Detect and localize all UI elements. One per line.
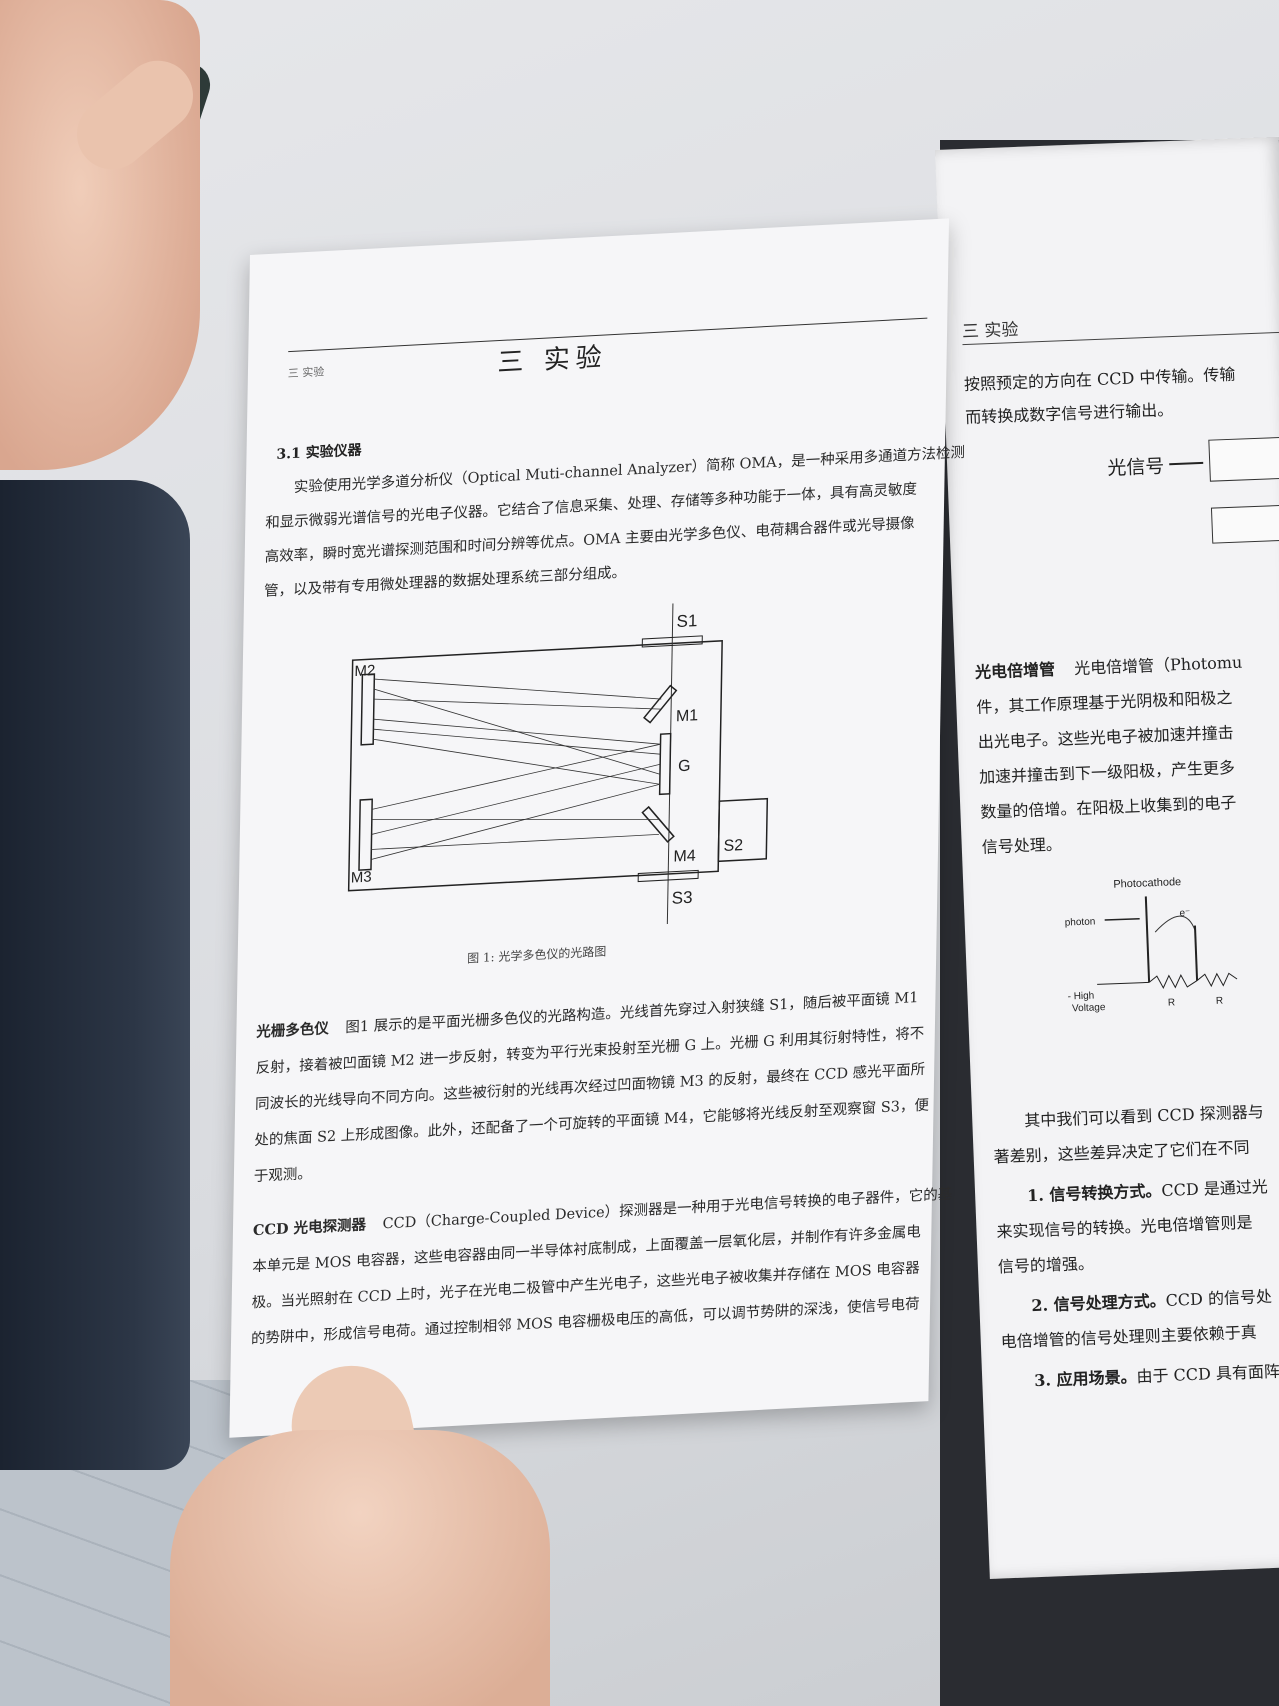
point2-text: CCD 的信号处 bbox=[1165, 1286, 1273, 1310]
figure-caption: 图 1: 光学多色仪的光路图 bbox=[467, 944, 607, 966]
point3-line: 3. 应用场景。由于 CCD 具有面阵 bbox=[1034, 1358, 1279, 1391]
light-rays bbox=[371, 678, 662, 860]
housing-outline bbox=[347, 640, 723, 892]
label-m3: M3 bbox=[351, 868, 372, 886]
pmt-line-5: 信号处理。 bbox=[981, 834, 1063, 857]
point1-line-3: 信号的增强。 bbox=[997, 1253, 1095, 1277]
point1-title: 1. 信号转换方式。 bbox=[1026, 1181, 1162, 1206]
point1-line: 1. 信号转换方式。CCD 是通过光 bbox=[1027, 1173, 1268, 1206]
pmt-line-4: 数量的倍增。在阳极上收集到的电子 bbox=[980, 792, 1237, 822]
resistor-label-1: R bbox=[1168, 997, 1176, 1008]
entrance-slit bbox=[641, 635, 703, 648]
flow-box-2 bbox=[1210, 504, 1279, 544]
mirror-m3 bbox=[358, 798, 373, 871]
point3-title: 3. 应用场景。 bbox=[1033, 1367, 1137, 1391]
mirror-m4 bbox=[641, 805, 675, 843]
right-page-header: 三 实验 bbox=[961, 319, 1019, 343]
grating-label: 光栅多色仪 bbox=[256, 1019, 329, 1041]
high-voltage-label-2: Voltage bbox=[1072, 1002, 1106, 1014]
high-voltage-label-1: - High bbox=[1067, 991, 1094, 1003]
right-top-line-1: 按照预定的方向在 CCD 中传输。传输 bbox=[963, 364, 1236, 395]
dynode-1 bbox=[1193, 925, 1199, 981]
label-s1: S1 bbox=[676, 611, 697, 631]
grating-g bbox=[658, 732, 672, 796]
label-s2: S2 bbox=[723, 837, 743, 855]
pmt-line-0: 光电倍增管 光电倍增管（Photomu bbox=[975, 649, 1243, 683]
point2-line: 2. 信号处理方式。CCD 的信号处 bbox=[1031, 1283, 1272, 1316]
pmt-text-0: 光电倍增管（Photomu bbox=[1073, 652, 1243, 679]
pmt-label: 光电倍增管 bbox=[974, 659, 1056, 682]
resistor-chain bbox=[1148, 972, 1238, 989]
pmt-line-2: 出光电子。这些光电子被加速并撞击 bbox=[977, 722, 1234, 752]
point1-text: CCD 是通过光 bbox=[1161, 1176, 1269, 1201]
photon-arrow bbox=[1104, 917, 1140, 921]
optical-path-figure: S1 M2 M1 G M3 M4 S2 S3 bbox=[347, 603, 769, 925]
photocathode-label: Photocathode bbox=[1113, 876, 1181, 891]
grating-text-1: 图1 展示的是平面光栅多色仪的光路构造。光线首先穿过入射狭缝 S1，随后被平面镜… bbox=[345, 990, 919, 1037]
voltage-line bbox=[1097, 981, 1150, 985]
label-m2: M2 bbox=[354, 662, 375, 680]
chapter-title: 三 实验 bbox=[497, 342, 608, 379]
right-page: 三 实验 按照预定的方向在 CCD 中传输。传输 而转换成数字信号进行输出。 光… bbox=[935, 136, 1279, 1579]
left-page-header: 三 实验 bbox=[287, 365, 325, 381]
flow-label: 光信号 bbox=[1106, 455, 1165, 480]
label-m4: M4 bbox=[673, 847, 696, 865]
pmt-line-1: 件，其工作原理基于光阴极和阳极之 bbox=[976, 687, 1233, 717]
hand-bottom bbox=[170, 1430, 550, 1706]
detector-box bbox=[717, 797, 769, 863]
compare-line-2: 著差别，这些差异决定了它们在不同 bbox=[993, 1137, 1250, 1167]
pmt-line-3: 加速并撞击到下一级阳极，产生更多 bbox=[978, 757, 1236, 787]
point1-line-2: 来实现信号的转换。光电倍增管则是 bbox=[996, 1212, 1253, 1242]
ccd-text-1: CCD（Charge-Coupled Device）探测器是一种用于光电信号转换… bbox=[382, 1186, 953, 1233]
pmt-diagram: Photocathode photon e⁻ - High Voltage R … bbox=[1065, 876, 1238, 1014]
flow-box bbox=[1208, 436, 1279, 482]
point2-title: 2. 信号处理方式。 bbox=[1031, 1291, 1166, 1316]
point2-line-2: 电倍增管的信号处理则主要依赖于真 bbox=[1000, 1322, 1257, 1352]
photocathode-plate bbox=[1144, 896, 1151, 983]
label-g: G bbox=[678, 758, 691, 776]
flow-arrow bbox=[1169, 461, 1204, 466]
ccd-label: CCD 光电探测器 bbox=[252, 1216, 367, 1240]
left-page: 三 实验 三 实验 3.1 实验仪器 实验使用光学多道分析仪（Optical M… bbox=[229, 218, 965, 1438]
section-heading: 3.1 实验仪器 bbox=[276, 442, 362, 463]
dark-jacket bbox=[0, 480, 190, 1470]
label-s3: S3 bbox=[672, 888, 693, 908]
label-m1: M1 bbox=[676, 707, 699, 725]
mirror-m1 bbox=[643, 684, 678, 724]
resistor-label-2: R bbox=[1216, 996, 1224, 1007]
right-top-line-2: 而转换成数字信号进行输出。 bbox=[964, 400, 1174, 428]
photon-label: photon bbox=[1065, 916, 1096, 928]
electron-path bbox=[1154, 915, 1196, 933]
point3-text: 由于 CCD 具有面阵 bbox=[1136, 1361, 1279, 1387]
mirror-m2 bbox=[360, 673, 376, 746]
exit-slit bbox=[637, 869, 699, 883]
electron-label: e⁻ bbox=[1179, 908, 1190, 919]
compare-line-1: 其中我们可以看到 CCD 探测器与 bbox=[1023, 1102, 1265, 1131]
